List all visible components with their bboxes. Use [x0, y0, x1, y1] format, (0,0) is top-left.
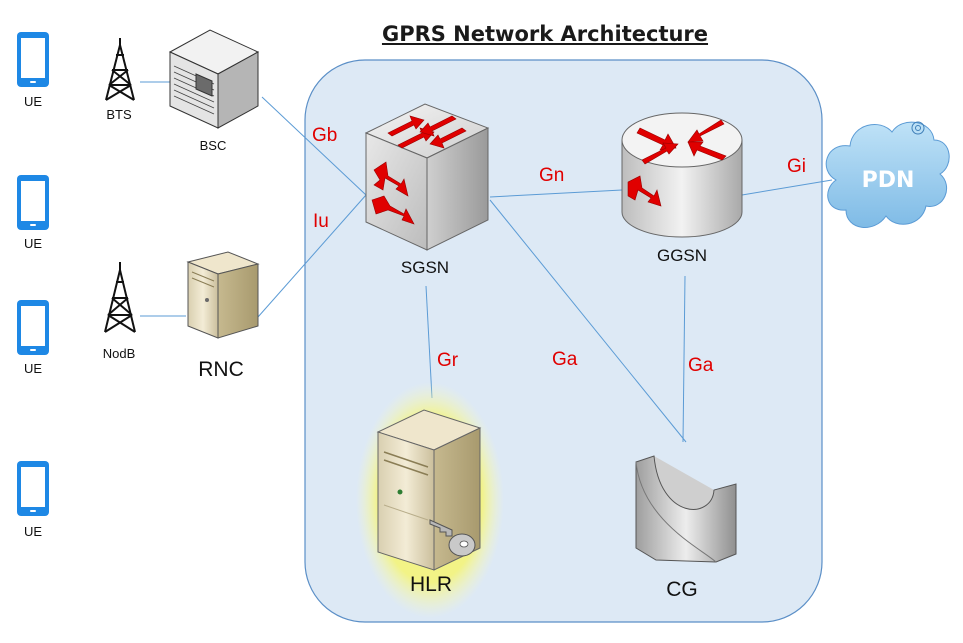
ue-icon	[17, 461, 49, 516]
ue-icon	[17, 300, 49, 355]
ue-label-2: UE	[23, 236, 43, 251]
ue-icon	[17, 175, 49, 230]
ue-label-4: UE	[23, 524, 43, 539]
ue-icon	[17, 32, 49, 87]
link-sgsn-cg	[489, 199, 687, 443]
hlr-label: HLR	[409, 573, 452, 596]
ue-label-3: UE	[23, 361, 43, 376]
interface-gn-label: Gn	[539, 165, 565, 186]
link-ggsn-cg	[682, 275, 686, 443]
pdn-cloud-icon	[825, 121, 950, 228]
bts-label: BTS	[106, 107, 132, 122]
interface-ga-ggsn-label: Ga	[688, 355, 714, 376]
network-links	[140, 81, 833, 443]
link-sgsn-ggsn	[489, 189, 623, 198]
link-bsc-sgsn	[261, 96, 367, 196]
ggsn-label: GGSN	[656, 246, 708, 265]
sgsn-switch-icon	[364, 103, 490, 251]
rnc-label: RNC	[198, 358, 244, 381]
link-ggsn-pdn	[741, 179, 833, 196]
link-rnc-sgsn	[257, 194, 367, 318]
pdn-label: PDN	[861, 168, 915, 193]
interface-iu-label: Iu	[313, 211, 329, 232]
ggsn-router-icon	[621, 112, 743, 238]
cg-gateway-icon	[635, 455, 737, 563]
nodeb-label: NodB	[102, 346, 136, 361]
interface-gb-label: Gb	[312, 125, 338, 146]
bts-tower-icon	[105, 38, 135, 101]
interface-ga-sgsn-label: Ga	[552, 349, 578, 370]
nodeb-tower-icon	[104, 262, 136, 333]
ue-label-1: UE	[23, 94, 43, 109]
rnc-server-icon	[186, 251, 260, 339]
link-sgsn-hlr	[425, 285, 433, 399]
bsc-label: BSC	[199, 138, 227, 153]
bsc-server-icon	[168, 29, 260, 129]
interface-gr-label: Gr	[437, 350, 459, 371]
cg-label: CG	[666, 578, 698, 601]
key-icon	[429, 519, 476, 557]
diagram-title: GPRS Network Architecture	[381, 22, 709, 46]
sgsn-label: SGSN	[400, 258, 450, 277]
interface-gi-label: Gi	[787, 156, 806, 177]
